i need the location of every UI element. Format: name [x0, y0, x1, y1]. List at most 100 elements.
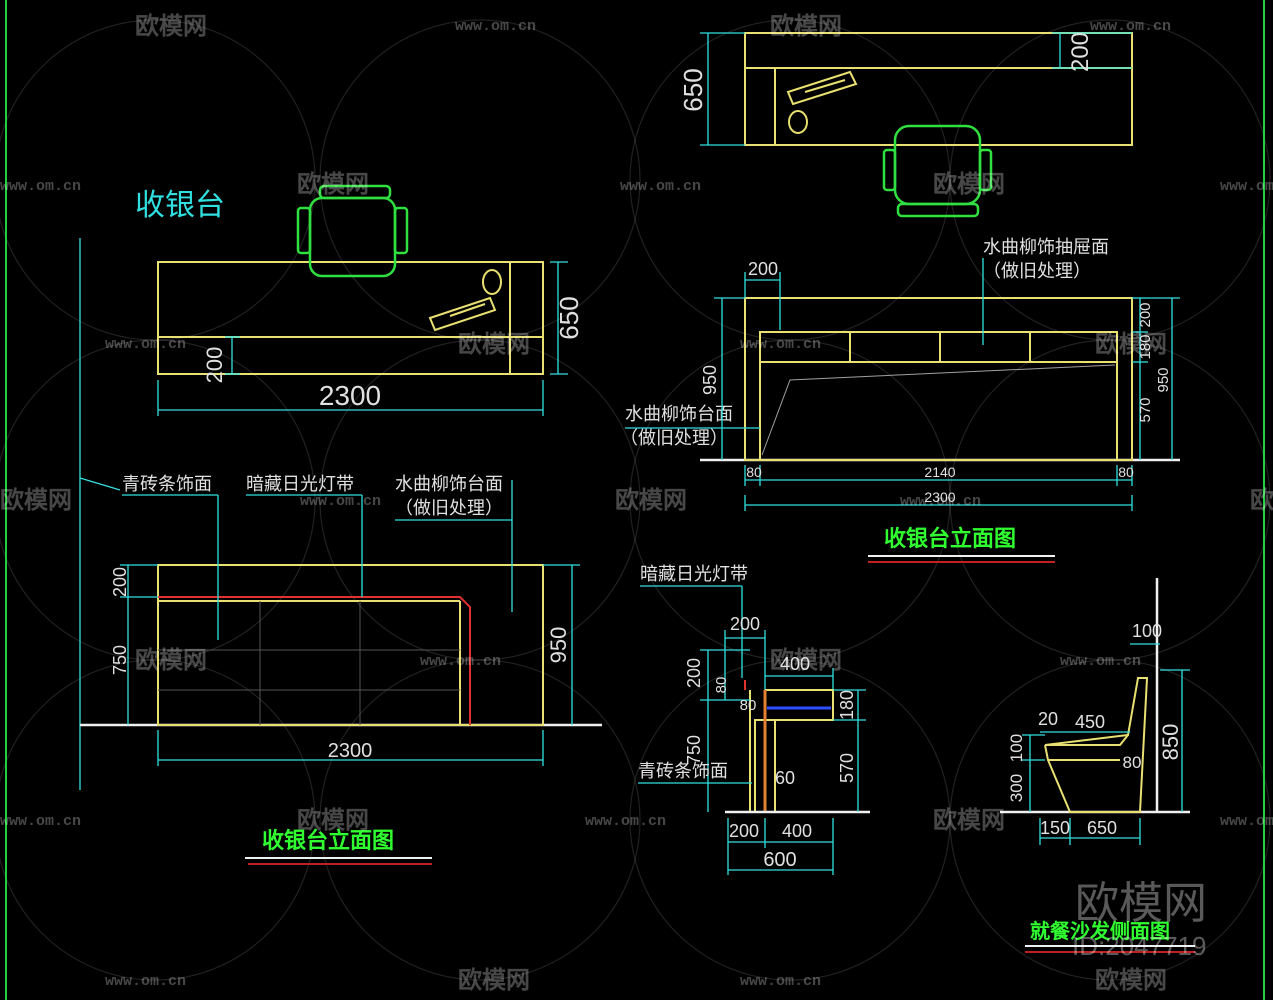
watermark-url: www.om.cn: [740, 973, 821, 990]
watermark-logo: 欧模网: [458, 966, 530, 994]
elevation-left: 青砖条饰面 暗藏日光灯带 水曲柳饰台面 （做旧处理） 200 750 950 2…: [79, 238, 602, 865]
dim-2300-elev-r: 2300: [924, 489, 955, 505]
watermark-logo: 欧模网: [933, 170, 1005, 198]
dim-600-sec: 600: [763, 849, 796, 871]
watermark-url: www.om.cn: [900, 493, 981, 510]
watermark-big-logo: 欧模网: [1075, 878, 1207, 929]
watermark-url: www.om.cn: [300, 493, 381, 510]
dim-180-sec: 180: [837, 690, 857, 720]
section-detail: 暗藏日光灯带 200 400 200 750 80 80 180 570 60 …: [638, 564, 870, 875]
dim-200-sec-b: 200: [729, 821, 759, 841]
dim-60-sec: 60: [775, 768, 795, 788]
watermark-url: www.om.cn: [105, 973, 186, 990]
dim-850-sofa: 850: [1158, 724, 1183, 761]
label-brick: 青砖条饰面: [122, 474, 212, 495]
dim-950-elev-r: 950: [1155, 367, 1172, 392]
watermark-url: www.om.cn: [420, 653, 501, 670]
dim-950-elev: 950: [546, 627, 571, 664]
dim-80b: 80: [1118, 464, 1134, 480]
label-light: 暗藏日光灯带: [246, 474, 354, 495]
watermark-logo: 欧模网: [135, 646, 207, 674]
dim-570-elev-r: 570: [1137, 397, 1154, 422]
watermark-id: ID:2047719: [1072, 931, 1206, 961]
cash-register-icon: [428, 269, 502, 332]
watermark-url: www.om.cn: [0, 178, 81, 195]
label-drawer1: 水曲柳饰抽屉面: [983, 237, 1109, 258]
dim-2140: 2140: [924, 464, 955, 480]
watermark-logo: 欧模网: [458, 330, 530, 358]
watermark-circles: [0, 19, 1271, 981]
dim-950-elev-l: 950: [700, 365, 720, 395]
watermark-url: www.om.cn: [620, 178, 701, 195]
dim-100-sofa-l: 100: [1007, 734, 1026, 762]
chair-icon-2: [882, 124, 993, 218]
dim-200: 200: [202, 347, 227, 384]
watermark-url: www.om.cn: [1090, 18, 1171, 35]
watermark-logo: 欧模网: [297, 806, 369, 834]
watermark-logo: 欧模网: [0, 486, 72, 514]
watermark-brand-group: 欧模网 www.om.cn 欧模网 www.om.cn www.om.cn 欧模…: [0, 12, 1273, 994]
dim-20-sofa: 20: [1038, 709, 1058, 729]
watermark-logo: 欧模网: [1095, 966, 1167, 994]
plan-title: 收银台: [135, 188, 225, 223]
dim-650: 650: [554, 296, 584, 339]
dim-150-sofa: 150: [1040, 818, 1070, 838]
watermark-url: www.om.cn: [105, 336, 186, 353]
watermark-logo: 欧模网: [1250, 486, 1273, 514]
label-section-light: 暗藏日光灯带: [640, 564, 748, 585]
dim-200-sec-l: 200: [684, 658, 704, 688]
dim-200-top: 200: [1067, 32, 1094, 72]
dim-200-elev-r2: 200: [1137, 302, 1154, 327]
dim-750-sec: 750: [684, 735, 704, 765]
plan-top-left: 收银台 200 650 2300: [135, 184, 584, 416]
dim-80-sofa: 80: [1123, 753, 1142, 772]
cash-register-icon-2: [786, 70, 858, 134]
label-drawer2: （做旧处理）: [983, 261, 1091, 282]
chair-icon: [296, 184, 409, 278]
dim-2300-elev: 2300: [328, 740, 373, 762]
dim-300-sofa: 300: [1007, 774, 1026, 802]
dim-100-sofa: 100: [1132, 621, 1162, 641]
dim-750-elev: 750: [110, 645, 130, 675]
label-top2: （做旧处理）: [620, 428, 728, 449]
dim-650-top: 650: [678, 68, 708, 111]
caption-sofa: 就餐沙发侧面图: [1030, 919, 1170, 943]
watermark-url: www.om.cn: [0, 813, 81, 830]
label-wood1: 水曲柳饰台面: [395, 474, 503, 495]
plan-top-right: 650 200: [678, 32, 1133, 218]
label-wood2: （做旧处理）: [395, 498, 503, 519]
dim-80a: 80: [746, 464, 762, 480]
dim-200-elev-r: 200: [748, 259, 778, 279]
dim-450-sofa: 450: [1075, 712, 1105, 732]
dim-2300: 2300: [319, 380, 381, 411]
dim-200-elev: 200: [110, 567, 130, 597]
dim-180-elev-r: 180: [1137, 334, 1154, 359]
dim-570-sec: 570: [837, 753, 857, 783]
watermark-logo: 欧模网: [135, 12, 207, 40]
watermark-logo: 欧模网: [1095, 330, 1167, 358]
dim-200-sec-top: 200: [730, 614, 760, 634]
watermark-url: www.om.cn: [585, 813, 666, 830]
watermark-logo: 欧模网: [615, 486, 687, 514]
sofa-side-view: 100 850 20 450 80 100 300 150 650 就餐沙发侧面…: [1000, 578, 1195, 953]
watermark-logo: 欧模网: [933, 806, 1005, 834]
watermark-url: www.om.cn: [1220, 813, 1273, 830]
watermark-url: www.om.cn: [1220, 178, 1273, 195]
elevation-right: 水曲柳饰抽屉面 （做旧处理） 水曲柳饰台面 （做旧处理） 200 950 200…: [620, 237, 1180, 563]
watermark-logo: 欧模网: [770, 12, 842, 40]
watermark-url: www.om.cn: [740, 336, 821, 353]
dim-650-sofa: 650: [1087, 818, 1117, 838]
watermark-url: www.om.cn: [455, 18, 536, 35]
watermark-logo: 欧模网: [770, 646, 842, 674]
dim-80-sec: 80: [713, 677, 730, 694]
label-top1: 水曲柳饰台面: [625, 404, 733, 425]
watermark-url: www.om.cn: [1060, 653, 1141, 670]
dim-400-sec-b: 400: [782, 821, 812, 841]
caption-right: 收银台立面图: [884, 526, 1016, 552]
watermark-logo: 欧模网: [297, 170, 369, 198]
dim-80b-sec: 80: [740, 697, 757, 714]
dim-400-sec-top: 400: [780, 654, 810, 674]
caption-left: 收银台立面图: [262, 828, 394, 854]
